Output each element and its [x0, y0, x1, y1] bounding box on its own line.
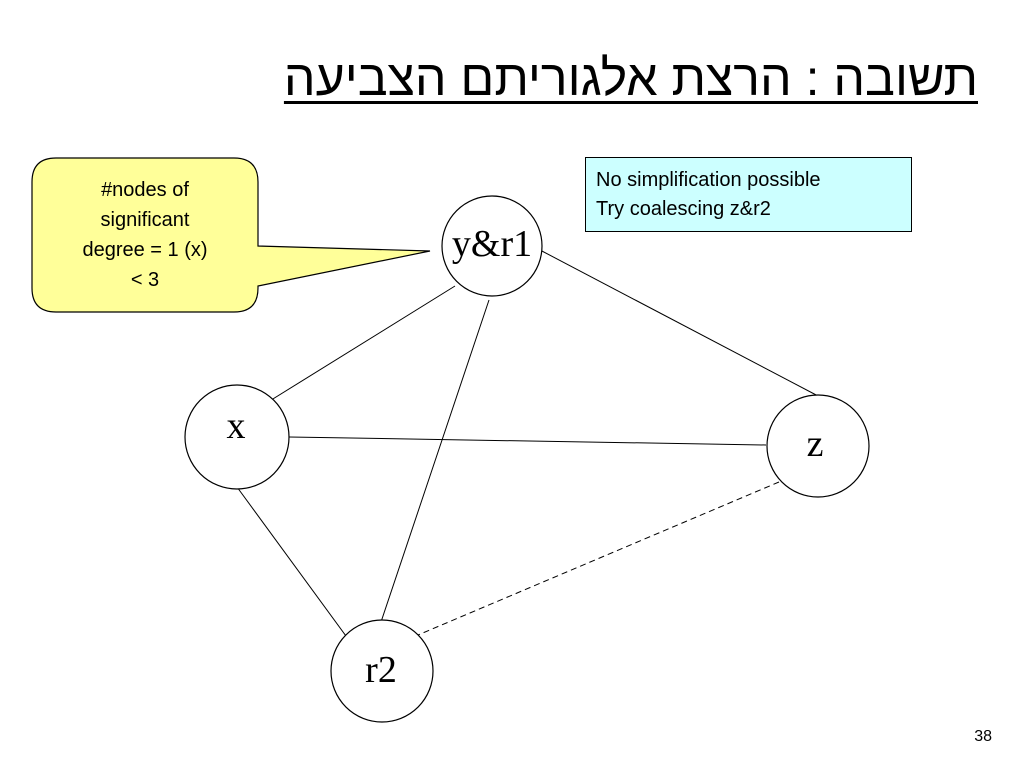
- callout-line: < 3: [130, 269, 160, 291]
- page-number: 38: [974, 728, 992, 745]
- note-box: No simplification possible Try coalescin…: [585, 157, 912, 232]
- node-r2-label: r2: [365, 649, 397, 691]
- note-line: No simplification possible: [596, 169, 821, 191]
- node-z: z: [766, 394, 870, 498]
- callout-text: #nodes of significant degree = 1 (x) < 3: [32, 158, 258, 312]
- callout-line: #nodes of: [101, 179, 189, 201]
- edge-yr1-z: [539, 249, 821, 398]
- edge-yr1-r2: [380, 299, 490, 623]
- callout-line: significant: [100, 209, 190, 231]
- node-x: x: [184, 384, 290, 490]
- node-z-label: z: [807, 423, 824, 465]
- node-yr1: y&r1: [441, 195, 543, 297]
- callout-line: degree = 1 (x): [82, 239, 208, 261]
- node-r2: r2: [330, 619, 434, 723]
- slide-title: תשובה : הרצת אלגוריתם הצביעה: [283, 50, 978, 106]
- node-x-label: x: [227, 405, 246, 447]
- note-line: Try coalescing z&r2: [596, 198, 771, 220]
- node-yr1-label: y&r1: [452, 223, 532, 265]
- edge-yr1-x: [267, 285, 456, 403]
- callout-bubble: [31, 157, 431, 313]
- edge-x-z: [288, 436, 767, 446]
- edge-z-r2-coalesce: [417, 481, 780, 636]
- edge-x-r2: [236, 486, 347, 637]
